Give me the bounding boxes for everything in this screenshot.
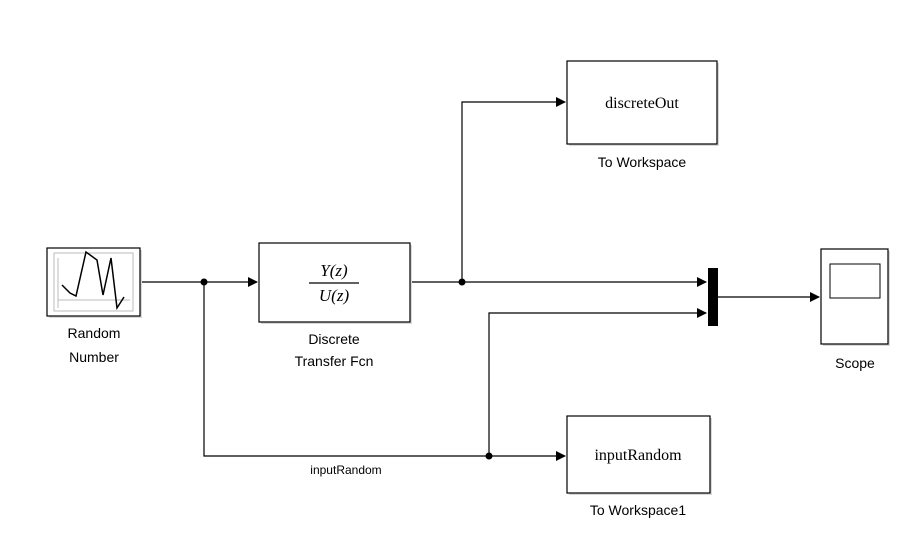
signal-label-input-random: inputRandom — [310, 463, 381, 477]
random-number-label-line2: Number — [69, 349, 119, 365]
mux-bar-icon — [708, 268, 718, 326]
random-number-label-line1: Random — [68, 325, 121, 341]
scope-screen-icon — [829, 263, 881, 299]
branch-point — [485, 452, 493, 460]
random-number-block[interactable] — [46, 247, 142, 318]
branch-point — [200, 278, 208, 286]
scope-block[interactable] — [820, 248, 890, 346]
input-random-variable: inputRandom — [594, 447, 682, 464]
discrete-transfer-fcn-block[interactable]: Y(z) U(z) — [258, 242, 412, 324]
tf-numerator: Y(z) — [320, 261, 348, 280]
to-workspace1-label: To Workspace1 — [590, 502, 686, 518]
signal-to-discrete-out[interactable] — [461, 97, 566, 282]
tf-denominator: U(z) — [319, 286, 350, 305]
discrete-out-variable: discreteOut — [605, 95, 679, 112]
signal-input-to-mux[interactable] — [488, 308, 707, 456]
to-workspace-block[interactable]: discreteOut — [566, 60, 719, 146]
signal-input-random[interactable] — [203, 282, 566, 461]
scope-label: Scope — [835, 355, 875, 371]
signal-lines — [140, 97, 820, 461]
mux-block[interactable] — [708, 268, 718, 326]
branch-point — [458, 278, 466, 286]
random-signal-plot-icon — [53, 250, 134, 312]
to-workspace-label: To Workspace — [598, 154, 687, 170]
to-workspace1-block[interactable]: inputRandom — [566, 415, 712, 495]
transfer-fcn-label-line1: Discrete — [308, 331, 360, 347]
transfer-fcn-label-line2: Transfer Fcn — [295, 353, 374, 369]
